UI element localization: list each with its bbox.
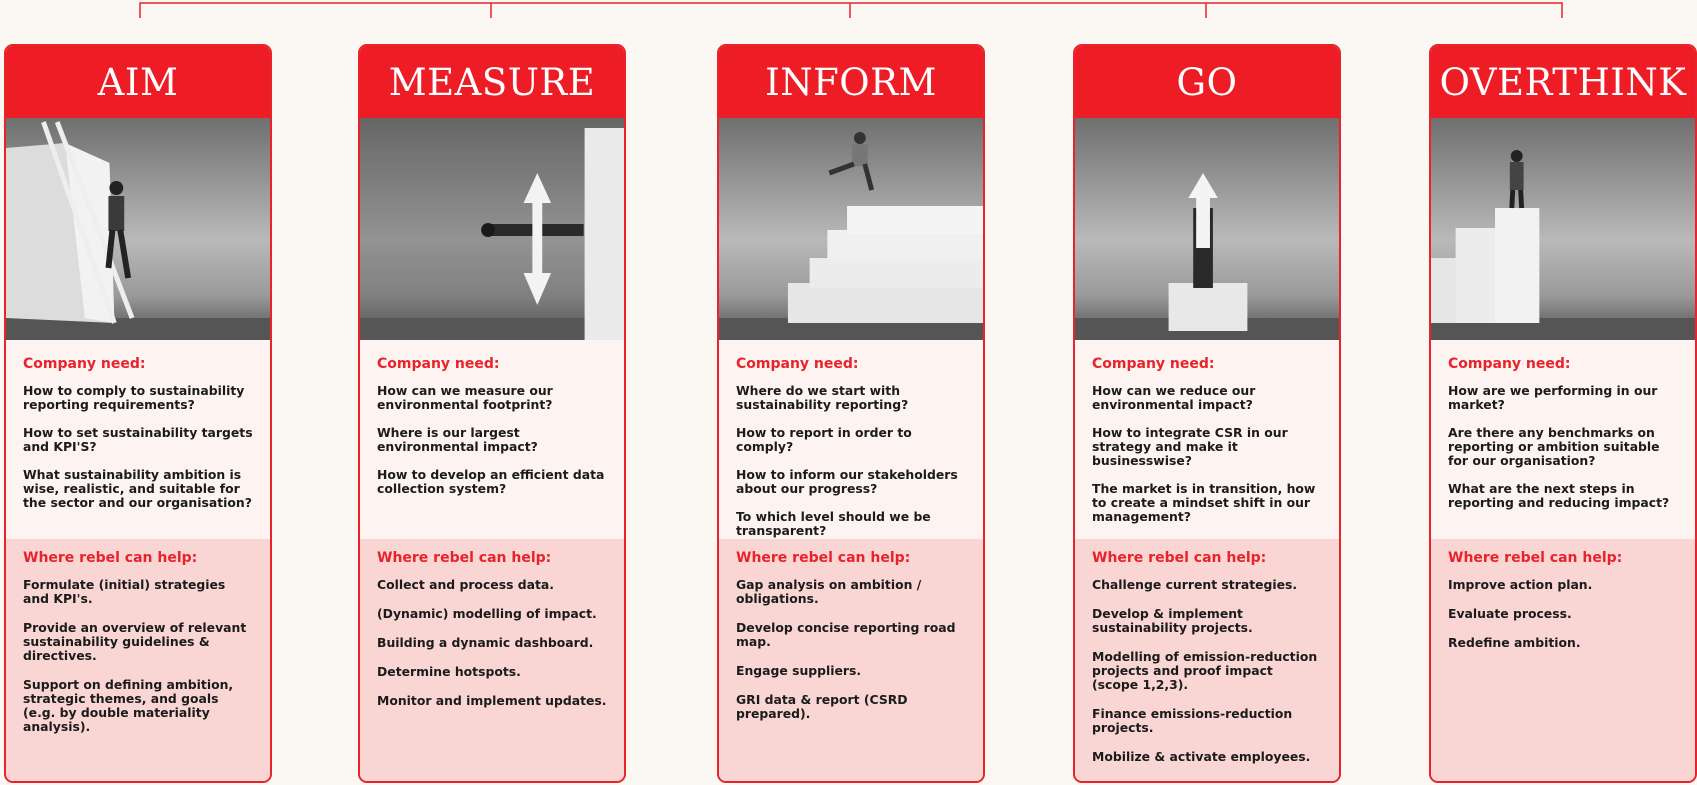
- card-go: GO Company need: How can we reduce our en…: [1073, 44, 1341, 783]
- need-item: The market is in transition, how to crea…: [1092, 481, 1316, 524]
- rebel-help-section: Where rebel can help: Improve action plan…: [1431, 539, 1695, 781]
- rebel-help-title: Where rebel can help:: [23, 550, 198, 566]
- card-aim: AIM Company need: How to comply to sustai…: [4, 44, 272, 783]
- company-need-title: Company need:: [1092, 356, 1215, 372]
- rebel-help-section: Where rebel can help: Collect and process…: [360, 539, 624, 781]
- company-need-title: Company need:: [736, 356, 859, 372]
- rebel-help-section: Where rebel can help: Challenge current s…: [1075, 539, 1339, 781]
- person-jumping-up-stairs-image: [719, 118, 983, 340]
- help-item: Engage suppliers.: [736, 663, 862, 678]
- need-item: How to set sustainability targets and KP…: [23, 425, 253, 454]
- need-item: How are we performing in our market?: [1448, 383, 1658, 412]
- person-holding-up-arrow-image: [1075, 118, 1339, 340]
- help-item: Determine hotspots.: [377, 664, 521, 679]
- company-need-section: Company need: How can we reduce our envir…: [1075, 340, 1339, 539]
- bracket-connector: [139, 2, 1563, 18]
- card-measure: MEASURE Company need: How can we measure …: [358, 44, 626, 783]
- company-need-section: Company need: Where do we start with sust…: [719, 340, 983, 539]
- company-need-title: Company need:: [23, 356, 146, 372]
- rebel-help-title: Where rebel can help:: [377, 550, 552, 566]
- need-item: What sustainability ambition is wise, re…: [23, 467, 252, 510]
- help-item: Modelling of emission-reduction projects…: [1092, 649, 1318, 692]
- help-item: Improve action plan.: [1448, 577, 1593, 592]
- card-title: AIM: [6, 46, 270, 118]
- rebel-help-title: Where rebel can help:: [736, 550, 911, 566]
- rebel-help-section: Where rebel can help: Formulate (initial)…: [6, 539, 270, 781]
- person-climbing-ladder-image: [6, 118, 270, 340]
- company-need-title: Company need:: [1448, 356, 1571, 372]
- rebel-help-title: Where rebel can help:: [1448, 550, 1623, 566]
- help-item: GRI data & report (CSRD prepared).: [736, 692, 908, 721]
- need-item: Where is our largest environmental impac…: [377, 425, 538, 454]
- help-item: Collect and process data.: [377, 577, 554, 592]
- help-item: Building a dynamic dashboard.: [377, 635, 594, 650]
- company-need-section: Company need: How to comply to sustainabi…: [6, 340, 270, 539]
- help-item: Gap analysis on ambition / obligations.: [736, 577, 922, 606]
- need-item: How to develop an efficient data collect…: [377, 467, 605, 496]
- need-item: How to comply to sustainability reportin…: [23, 383, 245, 412]
- help-item: Support on defining ambition, strategic …: [23, 677, 234, 734]
- help-item: Formulate (initial) strategies and KPI's…: [23, 577, 226, 606]
- card-title: MEASURE: [360, 46, 624, 118]
- card-title: GO: [1075, 46, 1339, 118]
- help-item: Challenge current strategies.: [1092, 577, 1298, 592]
- need-item: To which level should we be transparent?: [736, 509, 931, 538]
- company-need-title: Company need:: [377, 356, 500, 372]
- help-item: Develop & implement sustainability proje…: [1092, 606, 1253, 635]
- card-inform: INFORM Company need: Where do we start wi…: [717, 44, 985, 783]
- help-item: Redefine ambition.: [1448, 635, 1581, 650]
- need-item: How can we reduce our environmental impa…: [1092, 383, 1256, 412]
- help-item: Monitor and implement updates.: [377, 693, 607, 708]
- help-item: Provide an overview of relevant sustaina…: [23, 620, 247, 663]
- person-on-top-of-stairs-image: [1431, 118, 1695, 340]
- need-item: What are the next steps in reporting and…: [1448, 481, 1670, 510]
- need-item: How to report in order to comply?: [736, 425, 912, 454]
- card-title: OVERTHINK: [1431, 46, 1695, 118]
- need-item: How to integrate CSR in our strategy and…: [1092, 425, 1288, 468]
- help-item: (Dynamic) modelling of impact.: [377, 606, 597, 621]
- help-item: Finance emissions-reduction projects.: [1092, 706, 1293, 735]
- card-title: INFORM: [719, 46, 983, 118]
- need-item: How to inform our stakeholders about our…: [736, 467, 958, 496]
- rebel-help-title: Where rebel can help:: [1092, 550, 1267, 566]
- help-item: Develop concise reporting road map.: [736, 620, 956, 649]
- help-item: Evaluate process.: [1448, 606, 1572, 621]
- rebel-help-section: Where rebel can help: Gap analysis on amb…: [719, 539, 983, 781]
- need-item: Are there any benchmarks on reporting or…: [1448, 425, 1660, 468]
- person-lying-measured-by-arrow-image: [360, 118, 624, 340]
- company-need-section: Company need: How are we performing in ou…: [1431, 340, 1695, 539]
- need-item: Where do we start with sustainability re…: [736, 383, 909, 412]
- help-item: Mobilize & activate employees.: [1092, 749, 1311, 764]
- card-overthink: OVERTHINK Company need: How are we perfor…: [1429, 44, 1697, 783]
- need-item: How can we measure our environmental foo…: [377, 383, 553, 412]
- company-need-section: Company need: How can we measure our envi…: [360, 340, 624, 539]
